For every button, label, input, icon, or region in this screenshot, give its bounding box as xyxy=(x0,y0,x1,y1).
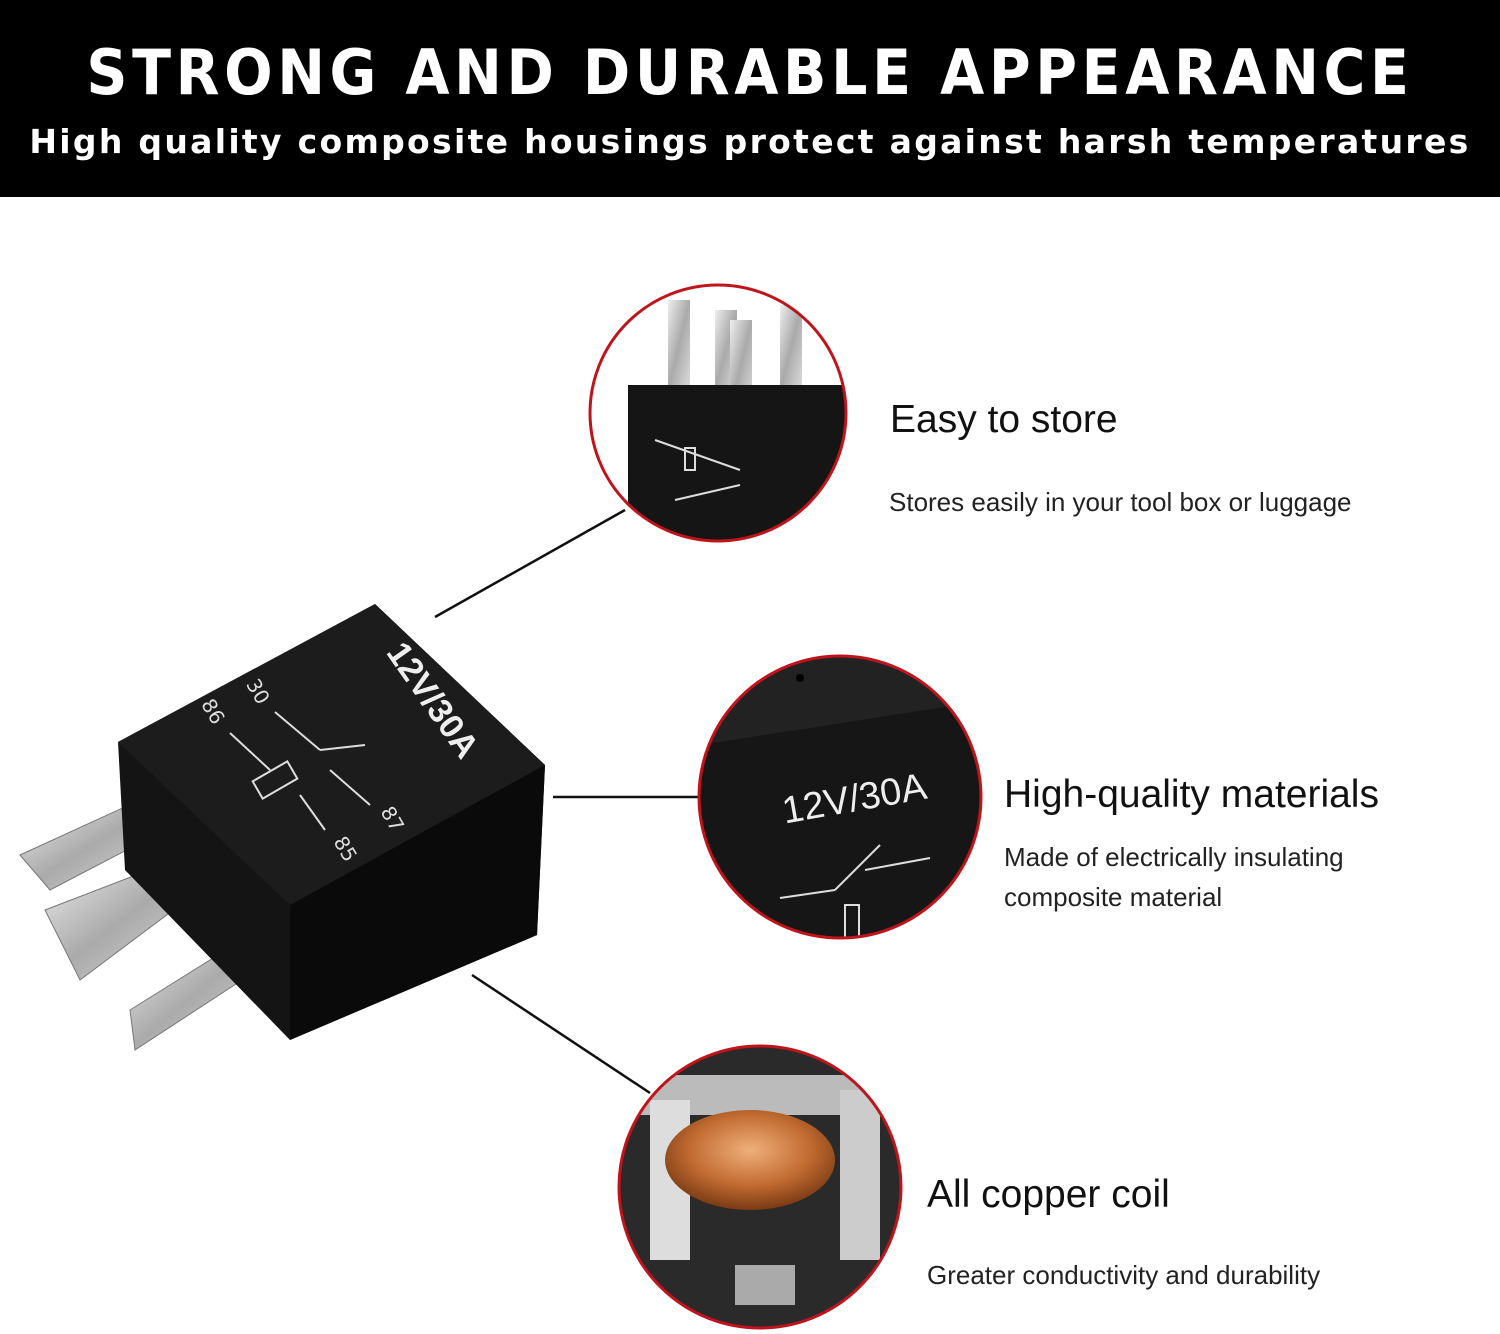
detail-circle-top xyxy=(590,285,846,541)
headline: STRONG AND DURABLE APPEARANCE xyxy=(86,36,1414,109)
connector-lines xyxy=(434,508,698,1095)
feature-desc: Greater conductivity and durability xyxy=(927,1260,1321,1290)
subheadline: High quality composite housings protect … xyxy=(29,122,1471,161)
feature-desc: composite material xyxy=(1004,882,1223,912)
detail-circle-middle: 12V/30A xyxy=(699,656,981,938)
feature-desc: Stores easily in your tool box or luggag… xyxy=(889,487,1352,517)
detail-circle-bottom xyxy=(619,1046,901,1328)
feature-desc: Made of electrically insulating xyxy=(1004,842,1344,872)
header-banner: STRONG AND DURABLE APPEARANCE High quali… xyxy=(0,0,1500,197)
circle-border xyxy=(588,283,848,543)
feature-title: Easy to store xyxy=(890,398,1118,441)
feature-title: All copper coil xyxy=(927,1173,1170,1216)
feature-title: High-quality materials xyxy=(1004,773,1379,816)
main-relay: 12V/30A 30 86 87 85 xyxy=(19,604,545,1051)
